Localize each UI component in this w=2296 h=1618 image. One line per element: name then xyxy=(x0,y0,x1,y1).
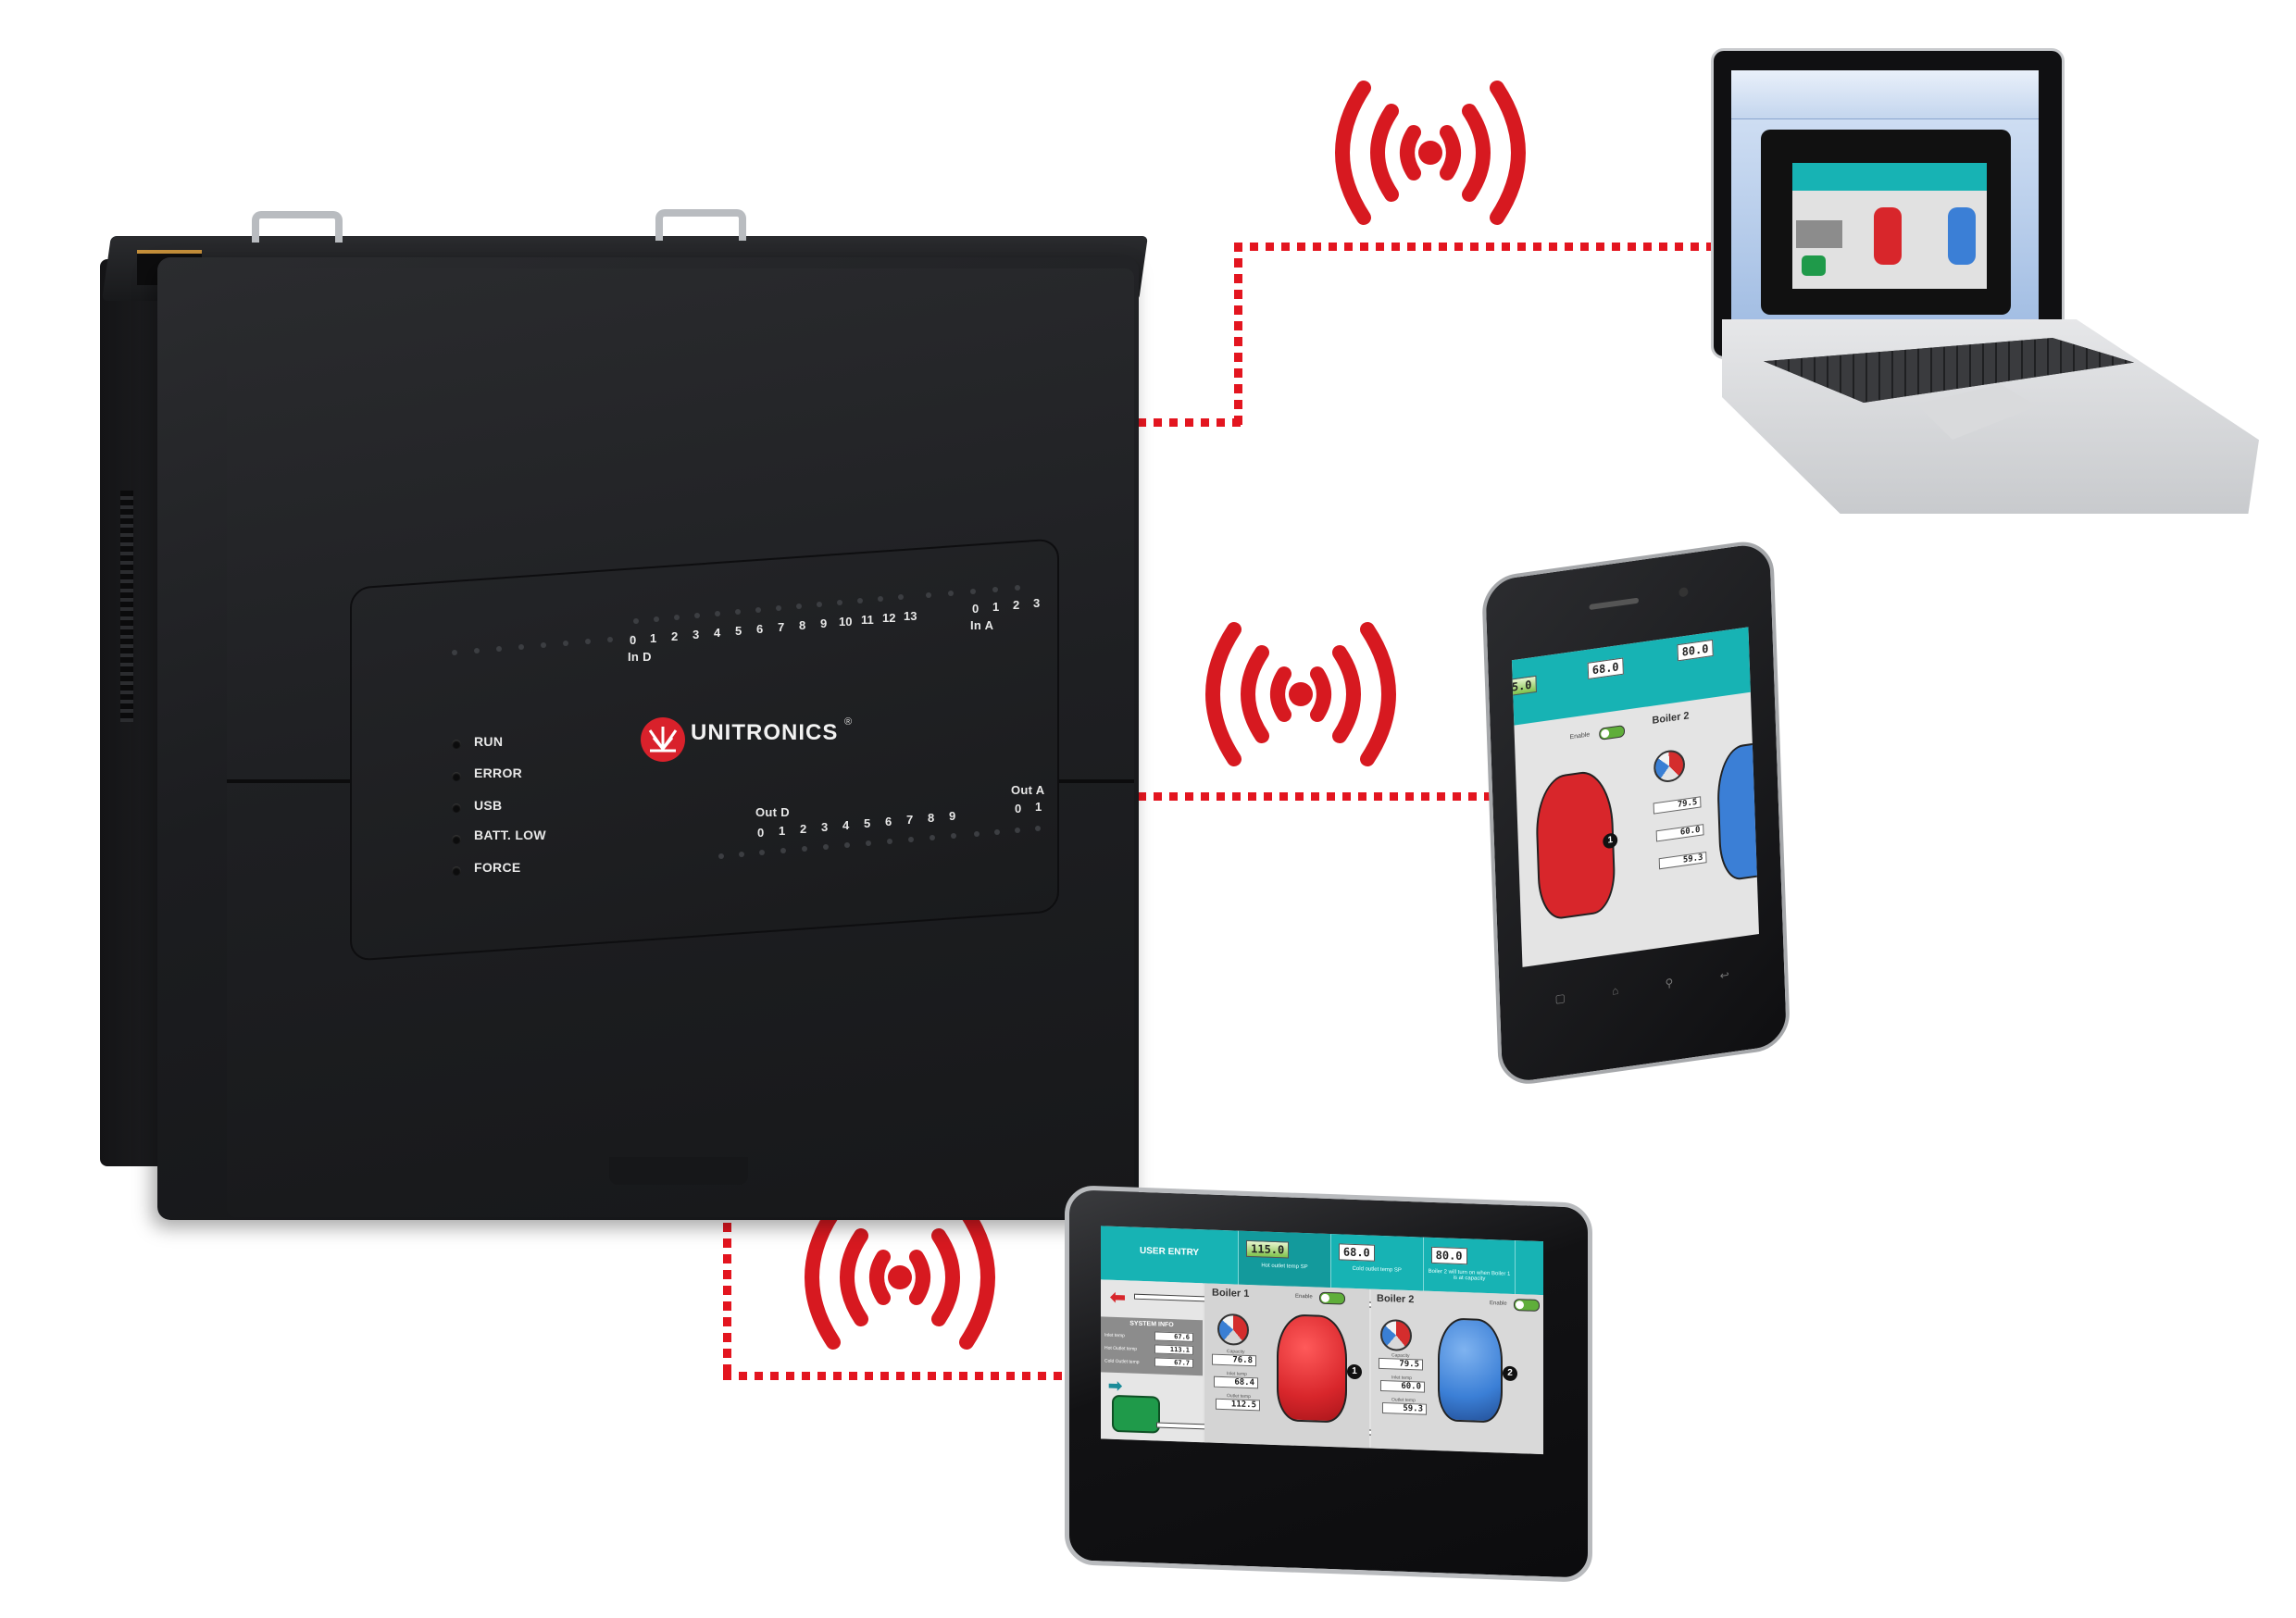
din-rail-latch xyxy=(609,1157,748,1185)
embedded-hmi-screen xyxy=(1792,163,1987,289)
phone-hmi-header: 5.0 68.0 80.0 xyxy=(1511,627,1751,726)
phone-speaker xyxy=(1589,597,1640,611)
system-info-panel: SYSTEM INFO Inlet temp 67.6 Hot Outlet t… xyxy=(1101,1316,1203,1376)
setpoint-hot-outlet[interactable]: 115.0 Hot outlet temp SP xyxy=(1239,1230,1331,1288)
tablet: USER ENTRY 115.0 Hot outlet temp SP 68.0… xyxy=(1065,1185,1592,1583)
run-led xyxy=(452,740,461,749)
setpoint-boiler-capacity[interactable]: 80.0 Boiler 2 will turn on when Boiler 1… xyxy=(1423,1237,1516,1295)
out-d-label: Out D xyxy=(755,805,790,819)
search-icon[interactable]: ⚲ xyxy=(1665,976,1674,990)
boiler-2-enable-toggle[interactable] xyxy=(1514,1298,1540,1312)
home-icon[interactable]: ⌂ xyxy=(1611,983,1619,998)
word-processor-ribbon xyxy=(1731,70,2039,119)
in-a-label: In A xyxy=(970,618,994,632)
boiler-1-tank xyxy=(1277,1313,1347,1424)
usb-led xyxy=(452,803,461,813)
smartphone: 5.0 68.0 80.0 Boiler 2 Enable 1 79.5 60.… xyxy=(1481,537,1791,1089)
batt-low-led xyxy=(452,835,461,844)
back-icon[interactable]: ↩ xyxy=(1719,967,1729,983)
embedded-hmi-device xyxy=(1761,130,2011,315)
phone-boiler-number-badge: 1 xyxy=(1603,832,1618,850)
brand-name: UNITRONICS xyxy=(691,720,839,745)
error-led xyxy=(452,772,461,781)
boiler-2-label: Boiler 2 xyxy=(1377,1292,1415,1306)
unitronics-logo-icon xyxy=(641,717,685,762)
hmi-title: USER ENTRY xyxy=(1140,1245,1200,1259)
boiler-1-label: Boiler 1 xyxy=(1212,1287,1250,1301)
back-arrow-icon[interactable]: ⬅ xyxy=(1110,1287,1126,1309)
phone-blue-tank xyxy=(1716,739,1760,883)
plc-side-vent xyxy=(120,491,133,722)
phone-gauge-icon xyxy=(1653,748,1686,785)
pump-icon xyxy=(1112,1394,1160,1434)
hmi-title-cell: USER ENTRY xyxy=(1101,1226,1240,1285)
boiler-1-gauge-icon xyxy=(1217,1313,1249,1346)
din-clip-left xyxy=(252,211,343,243)
connector-plc-to-laptop-h1 xyxy=(1122,418,1242,427)
force-led xyxy=(452,866,461,876)
laptop-screen xyxy=(1731,70,2039,341)
boiler-1-number-badge: 1 xyxy=(1347,1363,1362,1380)
phone-boiler-2-label: Boiler 2 xyxy=(1652,710,1690,727)
wireless-signal-icon xyxy=(1205,622,1396,766)
phone-enable-toggle[interactable] xyxy=(1599,724,1626,741)
wireless-signal-icon xyxy=(1335,81,1526,225)
forward-arrow-icon[interactable]: ➡ xyxy=(1108,1375,1123,1396)
setpoint-cold-outlet[interactable]: 68.0 Cold outlet temp SP xyxy=(1330,1234,1424,1291)
connector-plc-to-phone xyxy=(1122,792,1520,801)
connector-plc-to-laptop-v xyxy=(1234,243,1242,426)
recent-apps-icon[interactable]: ▢ xyxy=(1554,990,1566,1006)
phone-camera xyxy=(1678,587,1689,598)
io-indicator-panel xyxy=(350,538,1059,962)
tablet-hmi-screen: USER ENTRY 115.0 Hot outlet temp SP 68.0… xyxy=(1101,1226,1543,1455)
phone-screen: 5.0 68.0 80.0 Boiler 2 Enable 1 79.5 60.… xyxy=(1511,627,1760,967)
out-a-label: Out A xyxy=(1011,783,1045,797)
in-d-label: In D xyxy=(628,650,652,664)
boiler-2-number-badge: 2 xyxy=(1503,1365,1517,1382)
phone-nav-buttons: ▢ ⌂ ⚲ ↩ xyxy=(1554,968,1729,1008)
boiler-1-enable-toggle[interactable] xyxy=(1319,1291,1345,1305)
wireless-signal-icon xyxy=(805,1205,995,1350)
connector-plc-to-tablet-h xyxy=(723,1372,1070,1380)
connector-plc-to-laptop-h2 xyxy=(1234,243,1716,251)
din-clip-right xyxy=(655,209,746,241)
boiler-2-gauge-icon xyxy=(1380,1318,1412,1352)
connector-plc-to-tablet-v xyxy=(723,1176,731,1379)
boiler-2-tank xyxy=(1438,1317,1503,1424)
